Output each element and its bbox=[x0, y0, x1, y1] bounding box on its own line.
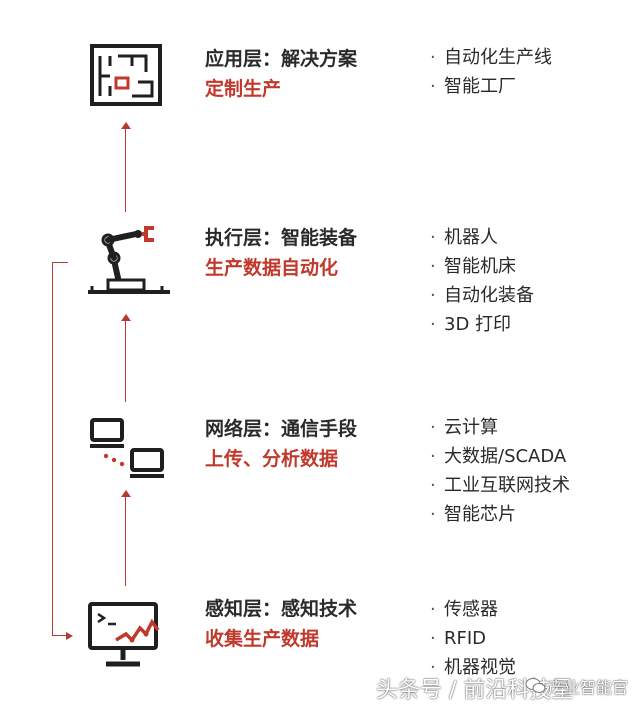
list-item: · 自动化装备 bbox=[430, 281, 534, 310]
bullet: · bbox=[430, 76, 436, 97]
list-item: · 大数据/SCADA bbox=[430, 442, 570, 471]
layer-items: · 自动化生产线 · 智能工厂 bbox=[430, 43, 552, 101]
arrow-head-net bbox=[121, 490, 131, 497]
list-item: · RFID bbox=[430, 624, 516, 653]
layer-application-title-block: 应用层：解决方案 定制生产 bbox=[205, 46, 410, 102]
item-label: 工业互联网技术 bbox=[444, 475, 570, 496]
factory-blueprint-icon bbox=[88, 42, 164, 108]
robot-arm-icon bbox=[84, 220, 174, 298]
layer-sensing-title-block: 感知层：感知技术 收集生产数据 bbox=[205, 596, 410, 652]
item-label: 自动化装备 bbox=[444, 285, 534, 306]
item-label: 3D 打印 bbox=[444, 314, 512, 335]
bullet: · bbox=[430, 657, 436, 678]
item-label: 传感器 bbox=[444, 599, 498, 620]
item-label: 机器视觉 bbox=[444, 657, 516, 678]
item-label: 智能机床 bbox=[444, 256, 516, 277]
layer-execution-title-block: 执行层：智能装备 生产数据自动化 bbox=[205, 225, 410, 281]
layer-sensing: 感知层：感知技术 收集生产数据 · 传感器 · RFID · 机器视觉 bbox=[0, 590, 640, 710]
layer-network-title-block: 网络层：通信手段 上传、分析数据 bbox=[205, 416, 410, 472]
list-item: · 智能机床 bbox=[430, 252, 534, 281]
bullet: · bbox=[430, 256, 436, 277]
list-item: · 机器人 bbox=[430, 223, 534, 252]
arrow-head-exec bbox=[121, 314, 131, 321]
layer-items: · 传感器 · RFID · 机器视觉 bbox=[430, 595, 516, 682]
bullet: · bbox=[430, 628, 436, 649]
monitor-sensor-icon bbox=[86, 600, 166, 672]
wechat-icon bbox=[525, 677, 547, 695]
layer-items: · 云计算 · 大数据/SCADA · 工业互联网技术 · 智能芯片 bbox=[430, 413, 570, 529]
layer-title: 执行层：智能装备 bbox=[205, 227, 358, 249]
item-label: 自动化生产线 bbox=[444, 47, 552, 68]
layer-execution: 执行层：智能装备 生产数据自动化 · 机器人 · 智能机床 · 自动化装备 · 3D 打… bbox=[0, 220, 640, 340]
item-label: 机器人 bbox=[444, 227, 498, 248]
layer-title: 网络层：通信手段 bbox=[205, 418, 358, 440]
flow-line-exec-to-app bbox=[125, 128, 126, 212]
bullet: · bbox=[430, 599, 436, 620]
list-item: · 云计算 bbox=[430, 413, 570, 442]
list-item: · 机器视觉 bbox=[430, 653, 516, 682]
item-label: 智能芯片 bbox=[444, 504, 516, 525]
layer-title: 应用层：解决方案 bbox=[205, 48, 358, 70]
layer-subtitle: 收集生产数据 bbox=[205, 628, 320, 650]
feedback-bracket bbox=[52, 262, 68, 636]
list-item: · 自动化生产线 bbox=[430, 43, 552, 72]
item-label: 大数据/SCADA bbox=[444, 446, 567, 467]
flow-line-sense-to-net bbox=[125, 496, 126, 586]
feedback-arrow-head bbox=[66, 632, 73, 640]
layer-items: · 机器人 · 智能机床 · 自动化装备 · 3D 打印 bbox=[430, 223, 534, 339]
layer-title: 感知层：感知技术 bbox=[205, 598, 358, 620]
bullet: · bbox=[430, 475, 436, 496]
bullet: · bbox=[430, 285, 436, 306]
list-item: · 智能工厂 bbox=[430, 72, 552, 101]
bullet: · bbox=[430, 446, 436, 467]
layer-network: 网络层：通信手段 上传、分析数据 · 云计算 · 大数据/SCADA · 工业互联网技… bbox=[0, 410, 640, 535]
list-item: · 工业互联网技术 bbox=[430, 471, 570, 500]
list-item: · 智能芯片 bbox=[430, 500, 570, 529]
bullet: · bbox=[430, 314, 436, 335]
network-computers-icon bbox=[88, 416, 168, 488]
layer-subtitle: 上传、分析数据 bbox=[205, 448, 339, 470]
arrow-head-app bbox=[121, 122, 131, 129]
watermark-tail: 产业智能官 bbox=[548, 678, 629, 697]
list-item: · 传感器 bbox=[430, 595, 516, 624]
list-item: · 3D 打印 bbox=[430, 310, 534, 339]
bullet: · bbox=[430, 47, 436, 68]
layer-subtitle: 生产数据自动化 bbox=[205, 257, 339, 279]
bullet: · bbox=[430, 227, 436, 248]
item-label: RFID bbox=[444, 628, 487, 649]
layer-application: 应用层：解决方案 定制生产 · 自动化生产线 · 智能工厂 bbox=[0, 40, 640, 110]
bullet: · bbox=[430, 417, 436, 438]
flow-line-net-to-exec bbox=[125, 320, 126, 402]
bullet: · bbox=[430, 504, 436, 525]
item-label: 云计算 bbox=[444, 417, 498, 438]
layer-subtitle: 定制生产 bbox=[205, 78, 282, 100]
item-label: 智能工厂 bbox=[444, 76, 516, 97]
